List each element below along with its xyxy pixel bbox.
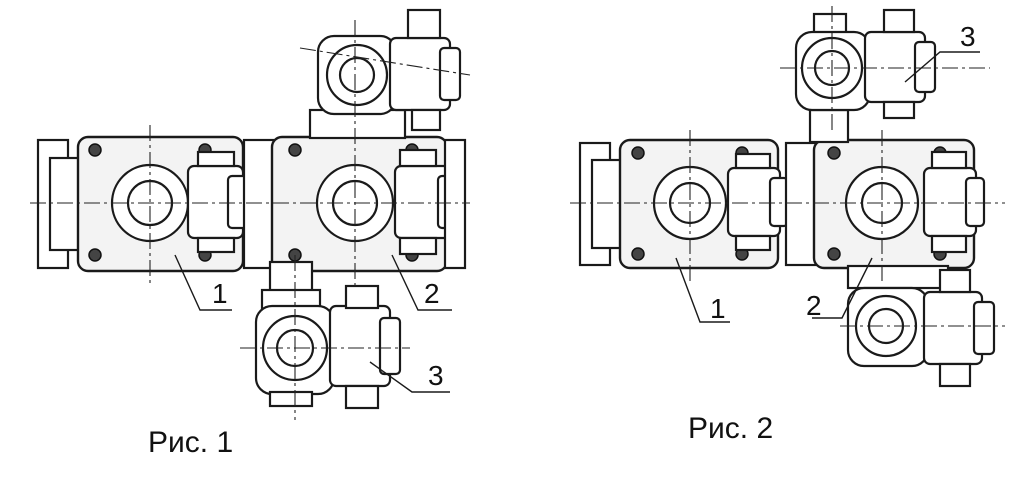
fig2-top-valve <box>794 8 937 144</box>
fig1-top-valve <box>308 8 462 140</box>
fig1-centerlines <box>30 20 471 420</box>
fig1-bottom-valve <box>254 260 402 410</box>
fig1-callout-3: 3 <box>428 360 444 391</box>
fig2-callout-3: 3 <box>960 21 976 52</box>
fig2-valve-1 <box>578 138 790 270</box>
fig2-callout-2: 2 <box>806 290 822 321</box>
fig2-caption: Рис. 2 <box>688 412 773 445</box>
fig1-callout-2: 2 <box>424 278 440 309</box>
fig2-centerlines <box>570 6 1005 327</box>
fig2-leaders <box>675 51 980 323</box>
fig2-valve-2 <box>784 138 986 270</box>
figure-1: 1 2 3 Рис. 1 <box>30 8 471 459</box>
fig1-valve-1 <box>36 135 250 273</box>
fig1-callout-1: 1 <box>212 278 228 309</box>
figure-2: 1 2 3 Рис. 2 <box>570 6 1005 445</box>
fig2-callout-1: 1 <box>710 293 726 324</box>
fig1-valve-2 <box>242 135 467 273</box>
fig1-leaders <box>174 254 452 393</box>
fig1-caption: Рис. 1 <box>148 426 233 459</box>
fig2-bottom-valve <box>846 264 996 388</box>
